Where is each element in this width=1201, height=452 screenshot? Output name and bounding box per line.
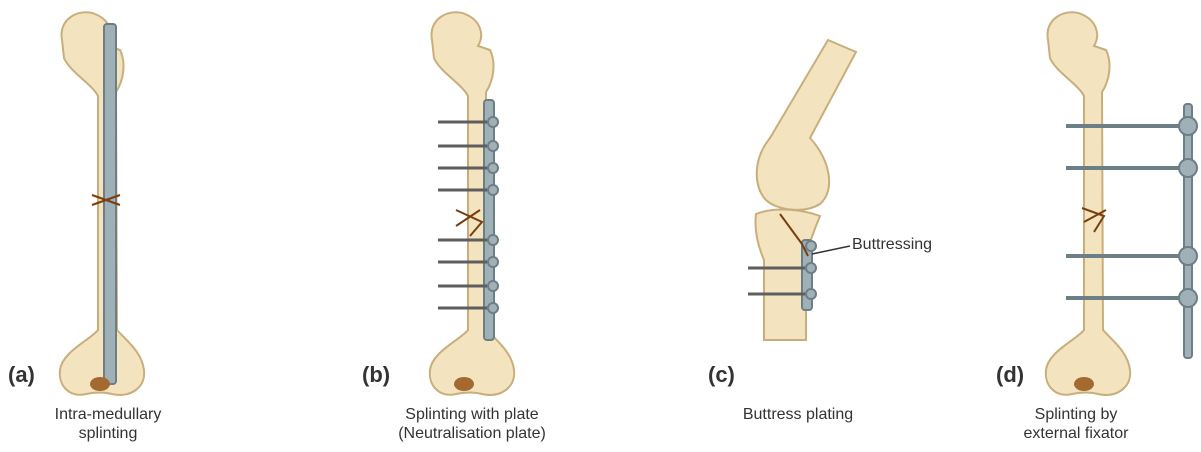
fixator-bar	[1184, 104, 1192, 358]
callout-leader	[812, 246, 850, 254]
panel-letter: (d)	[996, 362, 1024, 388]
caption-line-1: Splinting with plate	[352, 405, 592, 424]
femur-with-nail	[0, 0, 300, 452]
intramedullary-nail	[104, 24, 116, 384]
caption-line-1: Buttress plating	[678, 405, 918, 424]
screw-heads	[806, 241, 816, 299]
panel-letter: (a)	[8, 362, 35, 388]
panel-caption: Splinting with plate (Neutralisation pla…	[352, 405, 592, 443]
caption-line-2: (Neutralisation plate)	[352, 424, 592, 443]
panel-caption: Intra-medullary splinting	[0, 405, 228, 443]
caption-line-2: external fixator	[966, 424, 1186, 443]
caption-line-2: splinting	[0, 424, 228, 443]
caption-line-1: Intra-medullary	[0, 405, 228, 424]
panel-caption: Splinting by external fixator	[966, 405, 1186, 443]
panel-b: (b) Splinting with plate (Neutralisation…	[340, 0, 640, 452]
femur-distal	[757, 40, 856, 210]
panel-letter: (b)	[362, 362, 390, 388]
condyle-shadow	[90, 377, 110, 391]
panel-d: (d) Splinting by external fixator	[990, 0, 1201, 452]
panel-c: Buttressing (c) Buttress plating	[680, 0, 980, 452]
buttressing-callout: Buttressing	[852, 236, 932, 254]
condyle-shadow	[1074, 377, 1094, 391]
panel-a: (a) Intra-medullary splinting	[0, 0, 300, 452]
caption-line-1: Splinting by	[966, 405, 1186, 424]
femur-bone	[430, 12, 514, 395]
condyle-shadow	[454, 377, 474, 391]
femur-bone	[60, 12, 144, 395]
femur-bone	[1046, 12, 1130, 395]
panel-caption: Buttress plating	[678, 405, 918, 424]
panel-letter: (c)	[708, 362, 735, 388]
